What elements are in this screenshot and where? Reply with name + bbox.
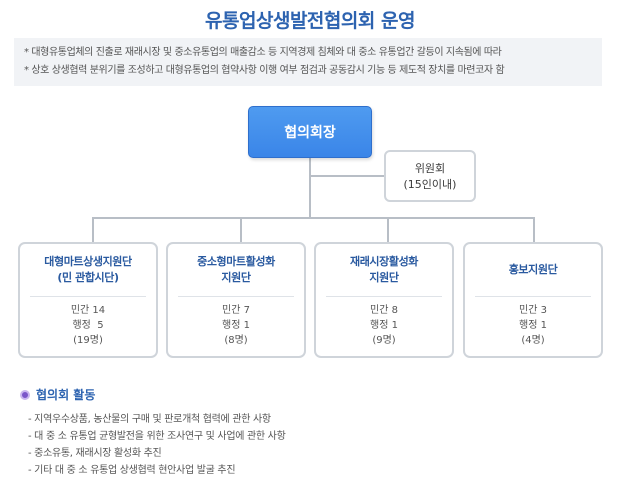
committee-connector-line [311,175,384,177]
branch-admin-count: 행정 1 [222,320,250,331]
committee-node: 위원회 (15인이내) [384,150,476,202]
committee-name: 위원회 [414,162,446,175]
branch-total-count: (8명) [224,335,248,346]
branch-civil-count: 민간 3 [519,305,547,316]
branch-node-market: 재래시장활성화 지원단 민간 8 행정 1 (9명) [314,242,454,358]
branch-name: 대형마트상생지원단 [44,255,132,268]
activities-heading-label: 협의회 활동 [36,388,96,402]
branch-name: 중소형마트활성화 [197,255,275,268]
branch-drop-line [387,217,389,242]
activity-item: - 대 중 소 유통업 균형발전을 위한 조사연구 및 사업에 관한 사항 [28,431,286,442]
notice-box: * 대형유통업체의 진출로 재래시장 및 중소유통업의 매출감소 등 지역경제 … [14,38,602,86]
branch-admin-count: 행정 5 [72,320,104,331]
branch-divider [475,296,591,297]
branch-divider [30,296,146,297]
branch-total-count: (9명) [372,335,396,346]
branch-drop-line [533,217,535,242]
activities-heading: 협의회 활동 [20,386,95,403]
branch-subname: 지원단 [369,271,399,284]
notice-line: * 상호 상생협력 분위기를 조성하고 대형유통업의 협약사항 이행 여부 점검… [24,65,505,76]
branch-divider [178,296,294,297]
branch-admin-count: 행정 1 [519,320,547,331]
branch-total-count: (19명) [73,335,103,346]
page-title: 유통업상생발전협의회 운영 [205,10,415,32]
branch-civil-count: 민간 8 [370,305,398,316]
circle-bullet-icon [20,389,30,400]
activity-item: - 지역우수상품, 농산물의 구매 및 판로개척 협력에 관한 사항 [28,414,271,425]
branch-node-promotion: 홍보지원단 민간 3 행정 1 (4명) [463,242,603,358]
branch-subname: (민 관합시단) [57,271,119,284]
branch-name: 재래시장활성화 [349,255,419,268]
branch-node-large-mart: 대형마트상생지원단 (민 관합시단) 민간 14 행정 5 (19명) [18,242,158,358]
branch-drop-line [92,217,94,242]
chair-label: 협의회장 [284,125,336,141]
branch-civil-count: 민간 7 [222,305,250,316]
branch-name: 홍보지원단 [508,263,558,276]
branch-drop-line [240,217,242,242]
committee-size: (15인이내) [403,178,457,191]
notice-line: * 대형유통업체의 진출로 재래시장 및 중소유통업의 매출감소 등 지역경제 … [24,47,502,58]
branch-total-count: (4명) [521,335,545,346]
branch-bus-line [92,217,534,219]
branch-admin-count: 행정 1 [370,320,398,331]
branch-subname: 지원단 [221,271,251,284]
branch-node-mid-mart: 중소형마트활성화 지원단 민간 7 행정 1 (8명) [166,242,306,358]
branch-divider [326,296,442,297]
activity-item: - 중소유통, 재래시장 활성화 추진 [28,448,162,459]
branch-civil-count: 민간 14 [70,305,106,316]
chair-stem-line [309,158,311,218]
activity-item: - 기타 대 중 소 유통업 상생협력 현안사업 발굴 추진 [28,465,236,476]
chair-node: 협의회장 [248,106,372,158]
